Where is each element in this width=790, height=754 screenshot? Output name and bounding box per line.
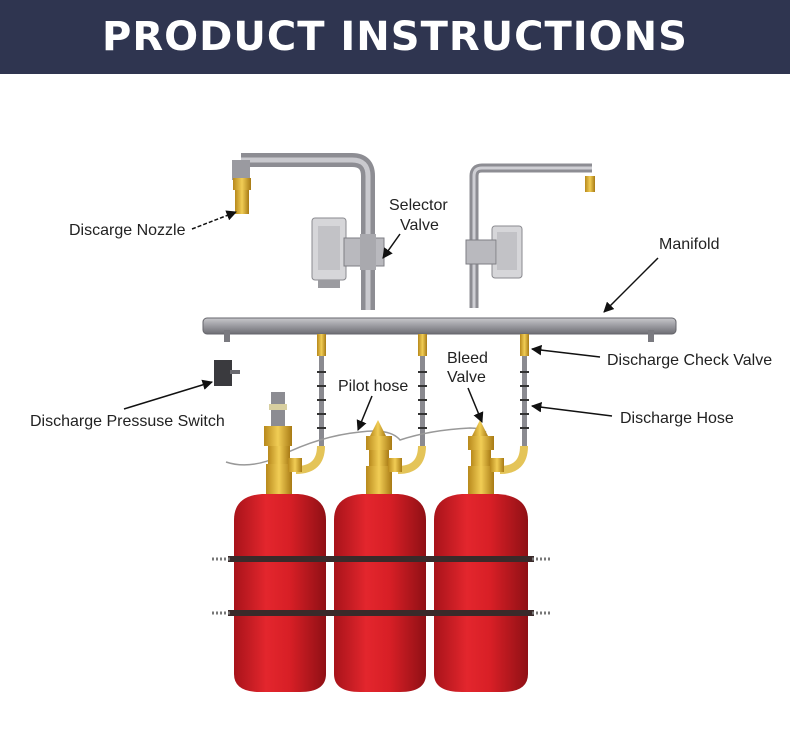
- header-bar: PRODUCT INSTRUCTIONS: [0, 0, 790, 74]
- right-discharge-pipe: [469, 163, 595, 308]
- leader-arrows: [123, 210, 659, 431]
- bleed-valve: [468, 420, 504, 494]
- discharge-pressure-switch: [214, 360, 240, 386]
- cylinder-valve-1: [264, 392, 302, 494]
- left-discharge-pipe: [232, 153, 375, 310]
- label-pilot-hose: Pilot hose: [338, 378, 408, 395]
- discharge-nozzle: [233, 178, 251, 214]
- discharge-hose-3: [499, 334, 529, 474]
- cylinder-valve-2: [366, 420, 402, 494]
- cylinder-3: [434, 494, 528, 692]
- discharge-hose-2: [397, 334, 427, 474]
- label-bleed-valve-line1: Bleed: [447, 350, 488, 367]
- cylinder-straps: [212, 556, 550, 616]
- discharge-hose-1: [295, 334, 326, 474]
- selector-valve-right: [465, 225, 523, 279]
- cylinder-2: [334, 494, 426, 692]
- label-discharge-nozzle: Discarge Nozzle: [69, 222, 186, 239]
- selector-valve-left: [311, 217, 385, 288]
- label-selector-valve-line1: Selector: [389, 197, 448, 214]
- label-selector-valve-line2: Valve: [400, 217, 439, 234]
- page-title: PRODUCT INSTRUCTIONS: [102, 14, 688, 60]
- label-discharge-hose: Discharge Hose: [620, 410, 734, 427]
- label-bleed-valve-line2: Valve: [447, 369, 486, 386]
- manifold: [202, 317, 677, 342]
- cylinder-1: [234, 494, 326, 692]
- label-discharge-pressure-switch: Discharge Pressuse Switch: [30, 413, 225, 430]
- label-manifold: Manifold: [659, 236, 719, 253]
- label-discharge-check-valve: Discharge Check Valve: [607, 352, 772, 369]
